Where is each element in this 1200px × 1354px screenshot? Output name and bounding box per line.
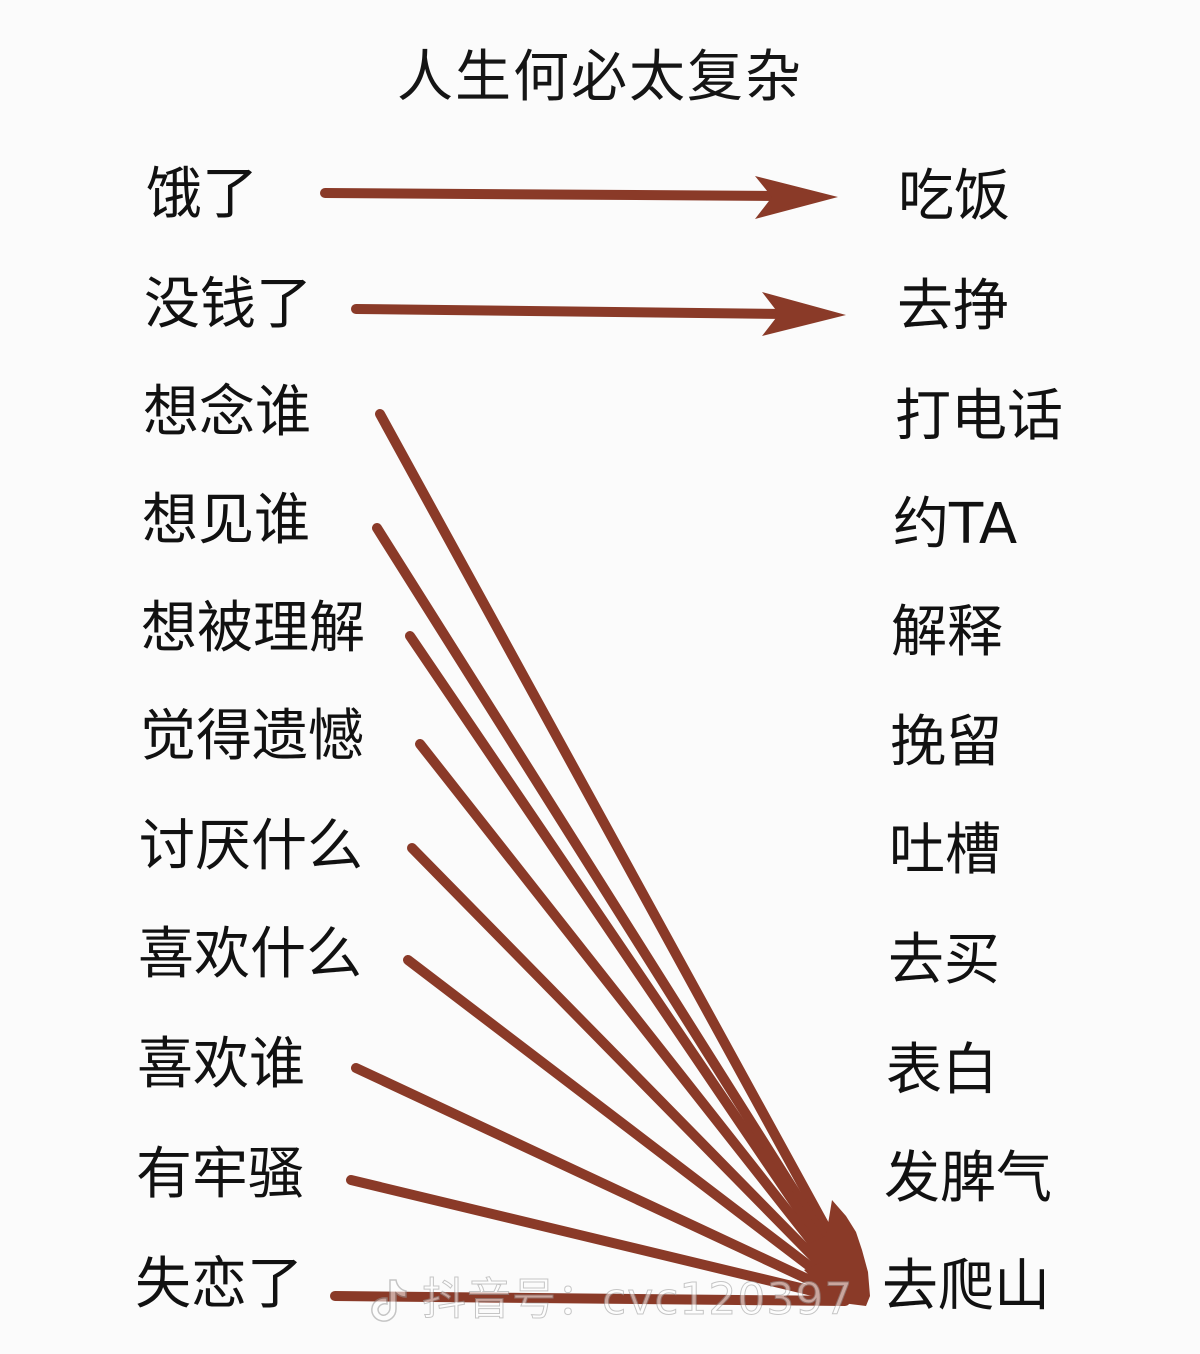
left-item-want-understanding: 想被理解 <box>141 596 365 661</box>
left-item-like-someone: 喜欢谁 <box>137 1032 305 1097</box>
arrowhead-eat <box>755 176 838 219</box>
watermark: 抖音号：cvc120397 <box>368 1270 853 1330</box>
left-item-regret: 觉得遗憾 <box>140 704 364 769</box>
arrowhead-earn <box>762 292 846 336</box>
right-item-confess: 表白 <box>886 1038 998 1103</box>
right-column: 吃饭 去挣 打电话 约TA 解释 挽留 吐槽 去买 表白 发脾气 去爬山 <box>860 0 1200 1354</box>
arrow-complaints-to-climb <box>346 1175 851 1304</box>
watermark-text: 抖音号：cvc120397 <box>421 1274 854 1326</box>
arrow-heartbroken-to-climb <box>330 1291 850 1306</box>
left-item-hungry: 饿了 <box>146 162 258 227</box>
arrow-no-money-to-earn <box>351 304 790 319</box>
left-item-heartbroken: 失恋了 <box>135 1252 303 1317</box>
left-item-want-to-see: 想见谁 <box>142 488 310 553</box>
right-item-call: 打电话 <box>895 384 1063 449</box>
arrow-regret-to-climb <box>415 739 859 1300</box>
page-title: 人生何必太复杂 <box>397 45 803 110</box>
arrowhead-climb-cluster <box>804 1200 870 1306</box>
arrow-see-to-climb <box>372 523 863 1297</box>
left-item-complaints: 有牢骚 <box>136 1142 304 1207</box>
left-item-no-money: 没钱了 <box>144 272 312 337</box>
right-item-date: 约TA <box>893 492 1018 557</box>
left-item-like-something: 喜欢什么 <box>138 922 362 987</box>
arrow-understood-to-climb <box>405 631 861 1299</box>
left-item-dislike: 讨厌什么 <box>139 814 363 879</box>
arrow-like-person-to-climb <box>351 1063 853 1303</box>
right-item-buy: 去买 <box>888 928 1000 993</box>
arrow-miss-to-climb <box>375 409 865 1295</box>
right-item-explain: 解释 <box>891 600 1003 665</box>
right-item-earn: 去挣 <box>897 274 1009 339</box>
left-column: 饿了 没钱了 想念谁 想见谁 想被理解 觉得遗憾 讨厌什么 喜欢什么 喜欢谁 有… <box>0 0 520 1354</box>
right-item-eat: 吃饭 <box>898 164 1010 229</box>
right-item-rant: 吐槽 <box>889 818 1001 883</box>
right-item-lose-temper: 发脾气 <box>884 1146 1052 1211</box>
arrow-like-thing-to-climb <box>403 955 855 1302</box>
right-item-persuade-stay: 挽留 <box>890 710 1002 775</box>
right-item-climb-mountain: 去爬山 <box>882 1254 1050 1319</box>
douyin-note-icon <box>371 1279 407 1322</box>
left-item-miss-someone: 想念谁 <box>143 380 311 445</box>
arrow-hungry-to-eat <box>320 188 783 201</box>
arrow-dislike-to-climb <box>407 843 857 1301</box>
